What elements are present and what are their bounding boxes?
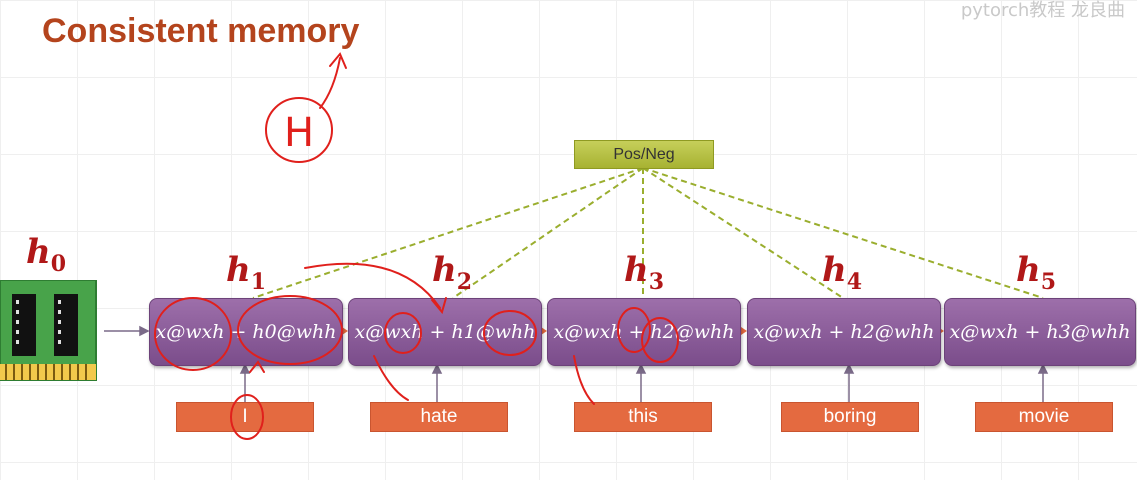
dashed-line-h5 (642, 167, 1044, 299)
slide-title: Consistent memory (42, 12, 360, 50)
annotation-circle-wxh-2 (384, 312, 422, 354)
annotation-curve-2 (373, 355, 409, 401)
dashed-line-h1 (252, 167, 644, 299)
annotation-circle-xwxh (154, 297, 232, 371)
h4-label: h4 (822, 250, 863, 295)
annotation-circle-I (230, 394, 264, 440)
annotation-circle-whh-2 (483, 310, 537, 356)
annotation-h1-arrow (304, 262, 441, 309)
input-arrowhead (139, 325, 150, 337)
annotation-circle-H (265, 97, 333, 163)
output-box: Pos/Neg (574, 140, 714, 169)
annotation-circle-h2-3 (641, 317, 679, 363)
word-input-3: this (574, 402, 712, 432)
word-input-2: hate (370, 402, 508, 432)
word-input-5: movie (975, 402, 1113, 432)
rnn-cell-1: x@wxh + h0@whh (149, 298, 343, 366)
h2-label: h2 (432, 250, 473, 295)
cell-arrow-2 (541, 327, 547, 335)
h3-label: h3 (624, 250, 665, 295)
annotation-arrow-h0 (249, 360, 265, 373)
annotation-circle-h0whh (237, 295, 343, 365)
annotation-curve-3 (573, 355, 595, 405)
word-input-4: boring (781, 402, 919, 432)
annotation-circle-plus-3 (617, 307, 651, 353)
rnn-cell-4: x@wxh + h2@whh (747, 298, 941, 366)
memory-chip-icon (0, 280, 97, 381)
annotation-H: H (284, 110, 314, 156)
h0-label: h0 (26, 232, 67, 277)
h1-label: h1 (226, 250, 267, 295)
rnn-cell-5: x@wxh + h3@whh (944, 298, 1136, 366)
cell-arrow-3 (741, 327, 747, 335)
h5-label: h5 (1016, 250, 1057, 295)
word-input-1: I (176, 402, 314, 432)
annotation-arrow-up (319, 57, 341, 109)
watermark: pytorch教程 龙良曲 (960, 0, 1125, 21)
dashed-line-h2 (452, 167, 644, 299)
cell-arrow-1 (342, 327, 348, 335)
